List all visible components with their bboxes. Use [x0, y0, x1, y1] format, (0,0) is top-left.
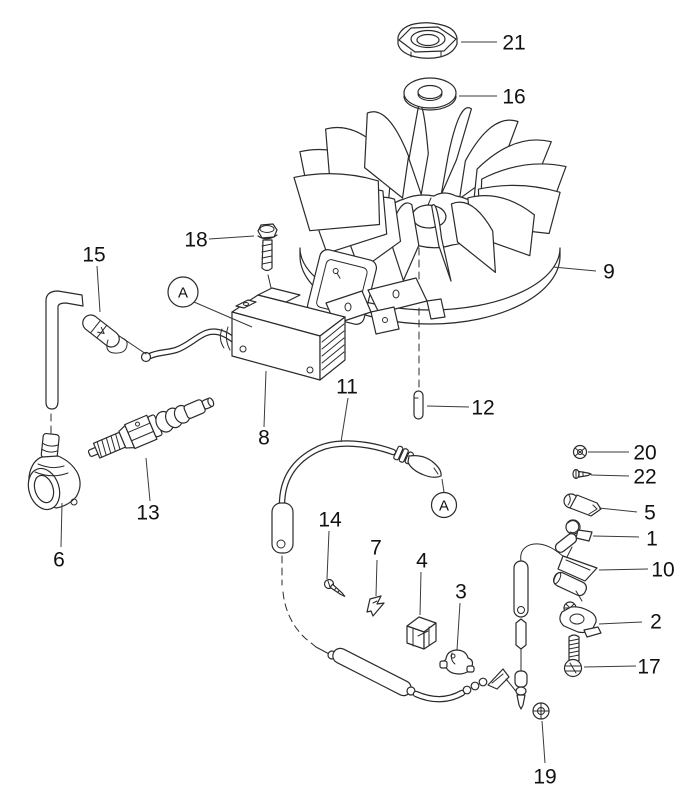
callout-leader-11	[340, 397, 349, 443]
callout-label-20: 20	[633, 442, 656, 465]
flywheel-fin	[293, 173, 381, 232]
callout-label-6: 6	[53, 549, 65, 572]
wire-sleeve	[271, 502, 294, 554]
stop-switch-wire	[271, 440, 442, 648]
callout-leader-15	[96, 265, 101, 313]
callout-leader-19	[541, 720, 546, 764]
flywheel-fins-front	[293, 173, 561, 282]
spark-plug	[87, 397, 215, 459]
flywheel-fin	[467, 195, 535, 257]
callout-label-7: 7	[370, 537, 382, 560]
callout-label-21: 21	[502, 32, 525, 55]
callout-label-12: 12	[471, 397, 494, 420]
spark-plug-lead	[45, 290, 239, 442]
wire-grommet	[82, 314, 120, 348]
flange-nut-19	[532, 702, 550, 720]
wire-clip	[366, 595, 385, 617]
cable-sleeve	[513, 560, 529, 618]
tapping-screw	[323, 578, 346, 597]
hex-bolt-17	[563, 634, 583, 678]
bent-tube	[45, 290, 84, 410]
wire-ribbed-connector	[393, 445, 414, 465]
callout-label-19: 19	[533, 766, 556, 789]
cable-blade-end	[515, 618, 527, 650]
flywheel-washer	[403, 77, 457, 111]
callout-leader-7	[375, 559, 378, 597]
callout-leader-10	[598, 568, 649, 571]
stop-switch	[439, 649, 475, 675]
flange-nut-20	[572, 444, 588, 460]
callout-label-13: 13	[136, 502, 159, 525]
mounting-bolt	[257, 223, 278, 293]
callout-label-4: 4	[416, 550, 428, 573]
detail-marker-leader-2	[441, 478, 445, 493]
callout-leader-22	[590, 474, 630, 477]
detail-marker-leader-1	[193, 301, 253, 328]
callout-leader-8	[263, 370, 267, 428]
flywheel-fin	[364, 111, 410, 199]
grommet-flap	[106, 337, 128, 354]
callout-leader-14	[326, 530, 330, 580]
callout-label-15: 15	[82, 244, 105, 267]
detail-marker-circle-2	[430, 491, 458, 519]
callout-leader-13	[145, 457, 151, 502]
cable-clamp-1	[554, 519, 593, 553]
flywheel-fin	[431, 204, 452, 282]
flywheel-fin	[408, 104, 429, 195]
callout-label-16: 16	[502, 86, 525, 109]
callout-label-11: 11	[336, 376, 358, 399]
flywheel-nut	[397, 22, 458, 59]
wire-grommet-block	[406, 616, 437, 650]
stop-cable	[513, 543, 573, 710]
ignition-coil	[231, 287, 346, 381]
callout-label-2: 2	[650, 611, 662, 634]
callout-leader-17	[583, 665, 637, 668]
throttle-cable	[315, 646, 520, 703]
callout-leader-12	[426, 405, 470, 408]
callout-label-14: 14	[318, 509, 342, 532]
cable-clamp-2	[559, 601, 602, 638]
callout-leader-2	[598, 621, 643, 625]
callout-leader-18	[208, 235, 255, 240]
callout-label-17: 17	[637, 656, 660, 679]
detail-marker-label-2: A	[439, 498, 449, 515]
hidden-wire-route	[281, 555, 317, 648]
cable-end-chevron	[487, 668, 510, 690]
cable-clamp-5	[563, 493, 602, 517]
callout-label-10: 10	[651, 559, 674, 582]
flywheel-fin	[440, 107, 472, 196]
detail-marker-circle-1	[167, 276, 199, 308]
bullet-connector	[407, 455, 442, 478]
callout-label-9: 9	[603, 261, 615, 284]
small-screw-22	[572, 468, 592, 480]
flywheel-fin	[450, 201, 496, 273]
callout-leader-9	[552, 266, 597, 272]
callout-label-3: 3	[455, 581, 467, 604]
cable-end-fitting	[553, 555, 598, 602]
callout-label-1: 1	[646, 528, 658, 551]
callout-leader-6	[60, 502, 63, 548]
detail-marker-label-1: A	[178, 285, 188, 302]
wire-end-loop	[140, 351, 152, 363]
flywheel-key	[413, 390, 424, 420]
spark-plug-cap	[27, 432, 81, 511]
callout-label-18: 18	[184, 229, 207, 252]
callout-label-8: 8	[258, 427, 270, 450]
callout-leader-3	[456, 602, 461, 651]
callout-leader-1	[592, 535, 640, 538]
callout-leader-4	[419, 571, 422, 616]
callout-label-22: 22	[633, 466, 656, 489]
callout-label-5: 5	[644, 502, 656, 525]
callout-leader-5	[598, 507, 638, 513]
